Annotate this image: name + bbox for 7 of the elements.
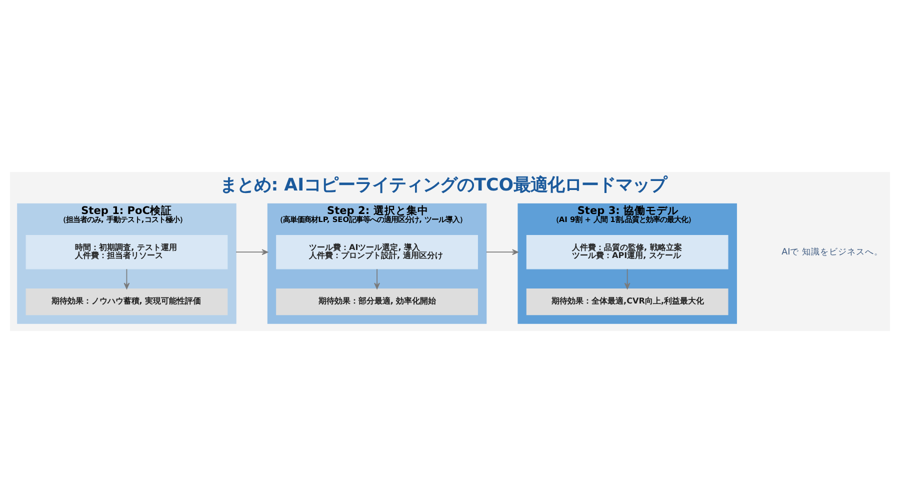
arrow [486, 248, 518, 255]
diagram-title: まとめ: AIコピーライティングのTCO最適化ロードマップ [220, 174, 666, 195]
arrow [124, 268, 130, 289]
label: AIで 知識をビジネスへ。 [782, 246, 883, 257]
arrow [374, 268, 380, 289]
arrow [624, 268, 630, 289]
arrow [236, 248, 268, 255]
